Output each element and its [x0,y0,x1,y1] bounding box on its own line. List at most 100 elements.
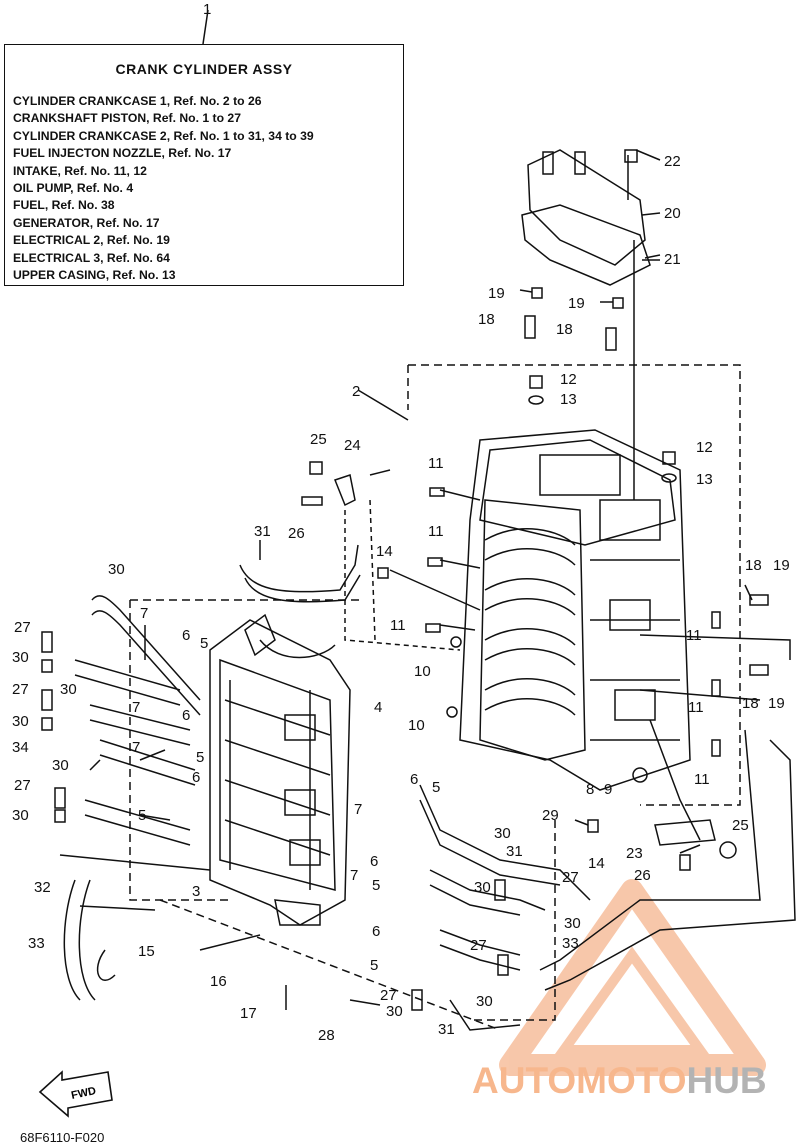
callout-c12b: 12 [696,439,713,456]
callout-c11c: 11 [390,617,406,634]
callout-c6d: 6 [410,771,418,788]
callout-c5c: 5 [432,779,440,796]
callout-c18a: 18 [478,311,495,328]
watermark-logo [499,879,766,1076]
callout-c29: 29 [542,807,559,824]
callout-c7e: 7 [350,867,358,884]
callout-c4: 4 [374,699,382,716]
assembly-line: CRANKSHAFT PISTON, Ref. No. 1 to 27 [13,111,241,126]
callout-c11d: 11 [686,627,702,644]
assembly-line: OIL PUMP, Ref. No. 4 [13,181,134,196]
callout-c2: 2 [352,383,360,400]
assembly-line: ELECTRICAL 2, Ref. No. 19 [13,233,170,248]
callout-c19b: 19 [568,295,585,312]
assembly-line: ELECTRICAL 3, Ref. No. 64 [13,250,170,265]
callout-c30i: 30 [564,915,581,932]
callout-c31a: 31 [254,523,271,540]
callout-c26a: 26 [288,525,305,542]
diagram-code: 68F6110-F020 [20,1130,105,1145]
callout-c30f: 30 [12,807,29,824]
callout-c11a: 11 [428,455,444,472]
callout-c6b: 6 [182,707,190,724]
callout-c30d: 30 [12,713,29,730]
callout-c18c: 18 [745,557,762,574]
watermark-part-2: MOTO [576,1060,687,1101]
callout-c30g: 30 [494,825,511,842]
assembly-line: FUEL INJECTON NOZZLE, Ref. No. 17 [13,146,232,161]
line-art [41,9,796,1031]
assembly-line: INTAKE, Ref. No. 11, 12 [13,163,147,178]
callout-c8: 8 [586,781,594,798]
callout-c27f: 27 [380,987,397,1004]
callout-c32: 32 [34,879,51,896]
callout-c14b: 14 [588,855,605,872]
callout-c6e: 6 [370,853,378,870]
fwd-label: FWD [70,1085,97,1102]
callout-c28: 28 [318,1027,335,1044]
callout-c27b: 27 [12,681,29,698]
callout-c19d: 19 [768,695,785,712]
callout-c5e: 5 [372,877,380,894]
callout-c26b: 26 [634,867,651,884]
callout-c24: 24 [344,437,361,454]
assembly-line: GENERATOR, Ref. No. 17 [13,215,160,230]
callout-c23: 23 [626,845,643,862]
callout-c17: 17 [240,1005,257,1022]
callout-c3: 3 [192,883,200,900]
top-ref-layer: 1 [203,1,211,18]
callout-c30h: 30 [474,879,491,896]
callout-c13b: 13 [696,471,713,488]
callout-c5a: 5 [200,635,208,652]
callout-c33b: 33 [562,935,579,952]
callout-c5d: 5 [138,807,146,824]
callout-c6a: 6 [182,627,190,644]
callout-c25b: 25 [732,817,749,834]
callout-c10a: 10 [414,663,431,680]
callout-c33a: 33 [28,935,45,952]
callout-c9: 9 [604,781,612,798]
assembly-ref-number: 1 [203,1,211,18]
callout-c30j: 30 [476,993,493,1010]
callout-c18d: 18 [742,695,759,712]
callout-c27a: 27 [14,619,31,636]
callout-c30a: 30 [108,561,125,578]
callout-c7b: 7 [132,699,140,716]
watermark-part-1: AUTO [472,1060,577,1101]
callout-c18b: 18 [556,321,573,338]
callout-c21: 21 [664,251,681,268]
callout-c11f: 11 [694,771,710,788]
assembly-line: UPPER CASING, Ref. No. 13 [13,268,176,283]
callout-c7a: 7 [140,605,148,622]
callout-c30c: 30 [60,681,77,698]
assembly-line: FUEL, Ref. No. 38 [13,198,115,213]
callout-c31c: 31 [438,1021,455,1038]
callout-c27c: 27 [14,777,31,794]
callout-c12a: 12 [560,371,577,388]
callout-c11b: 11 [428,523,444,540]
assembly-title: CRANK CYLINDER ASSY [115,61,293,77]
callout-c15: 15 [138,943,155,960]
callout-c30e: 30 [52,757,69,774]
callout-c6f: 6 [372,923,380,940]
callout-c16: 16 [210,973,227,990]
callout-c7c: 7 [132,739,140,756]
assembly-info-box: CRANK CYLINDER ASSY CYLINDER CRANKCASE 1… [4,44,404,286]
callout-c19c: 19 [773,557,790,574]
callout-c30b: 30 [12,649,29,666]
callout-c25a: 25 [310,431,327,448]
callout-c19a: 19 [488,285,505,302]
callout-c7d: 7 [354,801,362,818]
callout-c22: 22 [664,153,681,170]
callout-c14a: 14 [376,543,393,560]
callout-c31b: 31 [506,843,523,860]
callout-c5f: 5 [370,957,378,974]
callout-c5b: 5 [196,749,204,766]
watermark-text: AUTOMOTOHUB [472,1060,767,1102]
fwd-arrow: FWD [38,1070,113,1118]
callout-c11e: 11 [688,699,704,716]
callout-c34: 34 [12,739,29,756]
callout-c13a: 13 [560,391,577,408]
callout-c20: 20 [664,205,681,222]
